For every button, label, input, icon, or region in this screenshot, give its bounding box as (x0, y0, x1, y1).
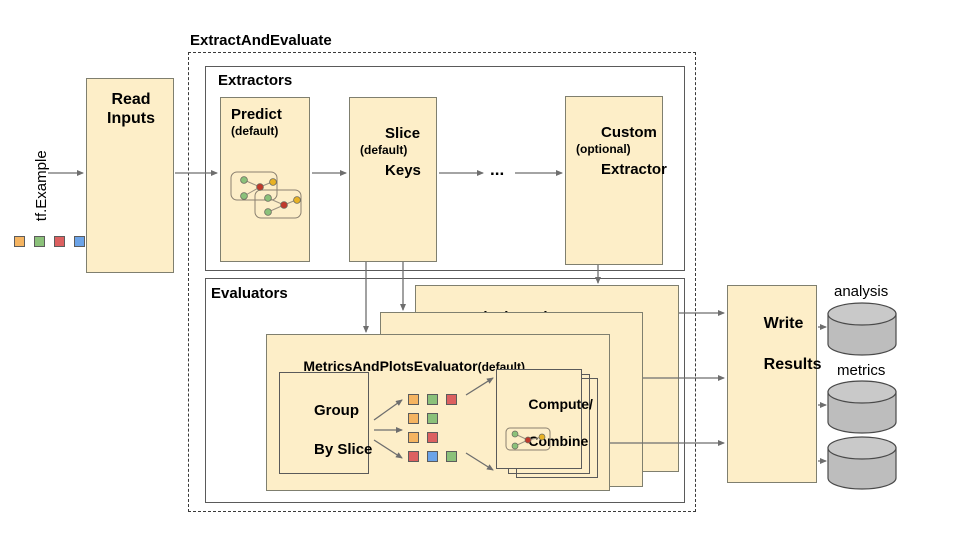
extractor-slice-keys-qualifier: (default) (360, 143, 408, 157)
slice-swatch (446, 451, 457, 462)
input-label: tf.Example (33, 150, 51, 222)
extractor-predict-box[interactable]: Predict (default) (220, 97, 310, 262)
read-inputs-box[interactable]: Read Inputs (86, 78, 174, 273)
slice-swatch (408, 432, 419, 443)
compute-combine-label: Compute/ Combine (528, 396, 593, 449)
output-label-ellipsis: ... (859, 420, 873, 437)
swatch-red (54, 236, 65, 247)
slice-swatch (427, 451, 438, 462)
compute-combine-box[interactable]: Compute/ Combine (496, 369, 593, 469)
extractors-label: Extractors (218, 72, 293, 89)
swatch-green (34, 236, 45, 247)
swatch-blue (74, 236, 85, 247)
read-inputs-label: Read Inputs (107, 91, 155, 127)
extractors-container (205, 66, 685, 271)
extractor-custom-box[interactable]: Custom Extractor (optional) (565, 96, 667, 265)
extractor-predict-title: Predict (231, 106, 282, 123)
extractor-slice-keys-box[interactable]: Slice Keys (default) (349, 97, 437, 262)
evaluators-container (205, 278, 685, 503)
extractor-custom-title: Custom Extractor (601, 123, 667, 179)
evaluators-label: Evaluators (211, 285, 288, 302)
slice-swatch (408, 394, 419, 405)
metrics-and-plots-evaluator-title: MetricsAndPlotsEvaluator(default) (303, 358, 525, 375)
extract-and-evaluate-container (188, 52, 696, 512)
slice-swatch (427, 432, 438, 443)
slice-swatch (427, 413, 438, 424)
extract-and-evaluate-title: ExtractAndEvaluate (190, 32, 332, 49)
slice-swatch (446, 394, 457, 405)
group-by-slice-box[interactable]: Group By Slice (279, 372, 372, 474)
output-label-metrics: metrics (837, 362, 886, 379)
write-results-label: Write Results (763, 314, 822, 374)
output-label-analysis: analysis (834, 283, 889, 300)
slice-swatch (408, 451, 419, 462)
swatch-orange (14, 236, 25, 247)
group-by-slice-label: Group By Slice (314, 401, 373, 458)
slice-swatch (408, 413, 419, 424)
write-results-box[interactable]: Write Results (727, 285, 821, 483)
extractor-custom-qualifier: (optional) (576, 142, 631, 156)
extractor-ellipsis-label: ... (490, 160, 505, 179)
extractor-slice-keys-title: Slice Keys (385, 124, 421, 180)
slice-swatch (427, 394, 438, 405)
extractor-predict-qualifier: (default) (231, 124, 279, 138)
